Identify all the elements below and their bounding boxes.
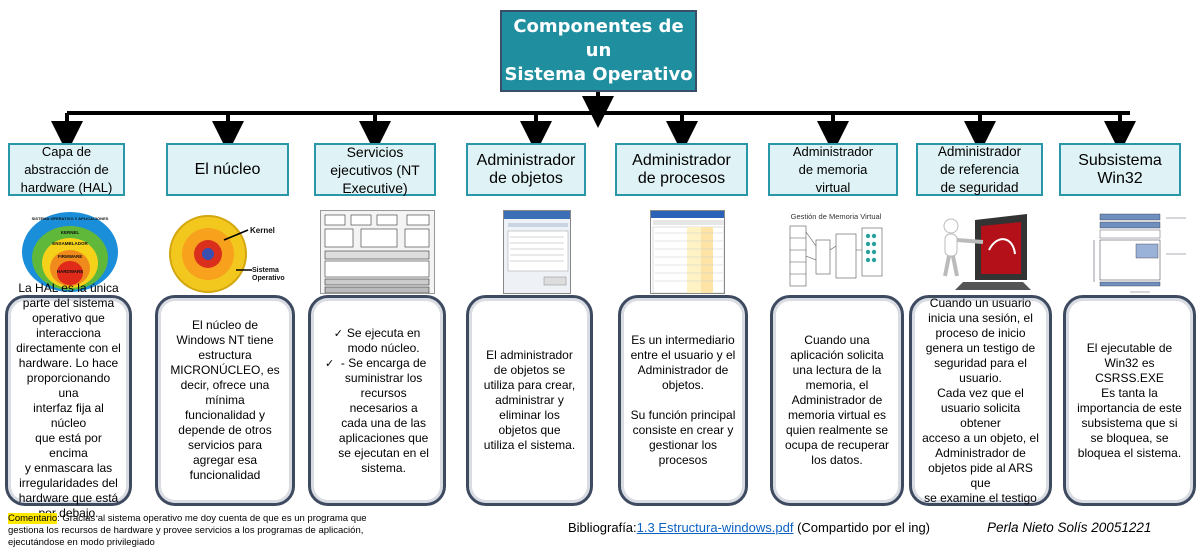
task-manager-graphic bbox=[651, 211, 724, 293]
card-kernel-text: El núcleo de Windows NT tiene estructura… bbox=[170, 318, 280, 482]
executive-list: ✓ Se ejecuta en modo núcleo. ✓ - Se enca… bbox=[325, 326, 429, 476]
hal-label-hardware: HARDWARE bbox=[57, 269, 84, 274]
heading-hal: Capa de abstracción de hardware (HAL) bbox=[8, 143, 125, 196]
executive-item-2: - Se encarga de suministrar los recursos… bbox=[338, 355, 429, 475]
card-virtual-memory-text: Cuando una aplicación solicita una lectu… bbox=[784, 333, 890, 467]
executive-list-item: ✓ - Se encarga de suministrar los recurs… bbox=[325, 356, 429, 476]
heading-object-manager-text: Administrador de objetos bbox=[476, 151, 576, 187]
heading-object-manager: Administrador de objetos bbox=[466, 143, 586, 196]
heading-virtual-memory-text: Administrador de memoria virtual bbox=[792, 143, 874, 195]
virtual-memory-diagram-title: Gestión de Memoria Virtual bbox=[791, 212, 882, 221]
comment-tag: Comentario bbox=[8, 513, 58, 524]
heading-kernel-text: El núcleo bbox=[194, 160, 261, 178]
card-object-manager: El administrador de objetos se utiliza p… bbox=[466, 295, 593, 506]
executive-item-1: Se ejecuta en modo núcleo. bbox=[346, 325, 421, 355]
heading-win32: Subsistema Win32 bbox=[1059, 143, 1181, 196]
executive-image bbox=[320, 210, 435, 294]
diagram-title: Componentes de un Sistema Operativo bbox=[500, 10, 697, 92]
checkmark-icon: ✓ bbox=[333, 326, 343, 340]
checkmark-icon: ✓ bbox=[325, 356, 335, 370]
security-image bbox=[935, 210, 1033, 294]
card-executive: ✓ Se ejecuta en modo núcleo. ✓ - Se enca… bbox=[308, 295, 446, 506]
card-object-manager-text: El administrador de objetos se utiliza p… bbox=[483, 348, 576, 452]
card-process-manager-text: Es un intermediario entre el usuario y e… bbox=[630, 333, 736, 467]
win32-image bbox=[1090, 210, 1190, 294]
hal-rings-graphic: SISTEMA OPERATIVO Y APLICACIONES KERNEL … bbox=[22, 212, 118, 292]
card-virtual-memory: Cuando una aplicación solicita una lectu… bbox=[770, 295, 904, 506]
card-kernel: El núcleo de Windows NT tiene estructura… bbox=[155, 295, 295, 506]
card-win32: El ejecutable de Win32 es CSRSS.EXE Es t… bbox=[1063, 295, 1196, 506]
card-hal-text: La HAL es la única parte del sistema ope… bbox=[16, 280, 121, 520]
virtual-memory-image: Gestión de Memoria Virtual bbox=[786, 210, 886, 294]
hal-label-os: SISTEMA OPERATIVO Y APLICACIONES bbox=[32, 216, 109, 221]
security-graphic bbox=[943, 214, 1031, 290]
bibliography: Bibliografía:1.3 Estructura-windows.pdf … bbox=[568, 520, 930, 535]
hal-label-firmware: FIRMWARE bbox=[58, 254, 83, 259]
heading-process-manager-text: Administrador de procesos bbox=[632, 151, 731, 187]
author-signature: Perla Nieto Solís 20051221 bbox=[987, 520, 1152, 535]
process-manager-image bbox=[650, 210, 725, 294]
comment: Comentario: Gracias al sistema operativo… bbox=[8, 513, 398, 549]
card-win32-text: El ejecutable de Win32 es CSRSS.EXE Es t… bbox=[1077, 340, 1182, 460]
heading-process-manager: Administrador de procesos bbox=[615, 143, 748, 196]
win32-graphic bbox=[1093, 213, 1186, 293]
bibliography-link[interactable]: 1.3 Estructura-windows.pdf bbox=[636, 520, 794, 535]
comment-text: : Gracias al sistema operativo me doy cu… bbox=[8, 513, 367, 548]
heading-kernel: El núcleo bbox=[166, 143, 289, 196]
hal-image: SISTEMA OPERATIVO Y APLICACIONES KERNEL … bbox=[20, 210, 120, 294]
executive-diagram-graphic bbox=[324, 214, 430, 293]
bibliography-label: Bibliografía: bbox=[568, 520, 637, 535]
hal-label-assembler: ENSAMBLADOR bbox=[52, 241, 88, 246]
card-security-text: Cuando un usuario inicia una sesión, el … bbox=[922, 295, 1039, 505]
heading-virtual-memory: Administrador de memoria virtual bbox=[768, 143, 898, 196]
card-hal: La HAL es la única parte del sistema ope… bbox=[5, 281, 132, 520]
card-process-manager: Es un intermediario entre el usuario y e… bbox=[618, 295, 748, 506]
executive-list-item: ✓ Se ejecuta en modo núcleo. bbox=[325, 326, 429, 356]
object-manager-window-graphic bbox=[504, 211, 570, 286]
kernel-label: Kernel bbox=[250, 226, 275, 235]
diagram-title-text: Componentes de un Sistema Operativo bbox=[504, 16, 693, 85]
heading-executive: Servicios ejecutivos (NT Executive) bbox=[314, 143, 436, 196]
heading-executive-text: Servicios ejecutivos (NT Executive) bbox=[330, 143, 420, 196]
heading-hal-text: Capa de abstracción de hardware (HAL) bbox=[20, 143, 113, 195]
hal-label-kernel: KERNEL bbox=[61, 230, 80, 235]
heading-win32-text: Subsistema Win32 bbox=[1078, 151, 1162, 187]
virtual-memory-graphic: Gestión de Memoria Virtual bbox=[789, 212, 883, 287]
heading-security: Administrador de referencia de seguridad bbox=[916, 143, 1043, 196]
bibliography-suffix: (Compartido por el ing) bbox=[793, 520, 931, 535]
object-manager-image bbox=[503, 210, 571, 294]
heading-security-text: Administrador de referencia de seguridad bbox=[937, 143, 1022, 195]
card-security: Cuando un usuario inicia una sesión, el … bbox=[909, 295, 1052, 506]
